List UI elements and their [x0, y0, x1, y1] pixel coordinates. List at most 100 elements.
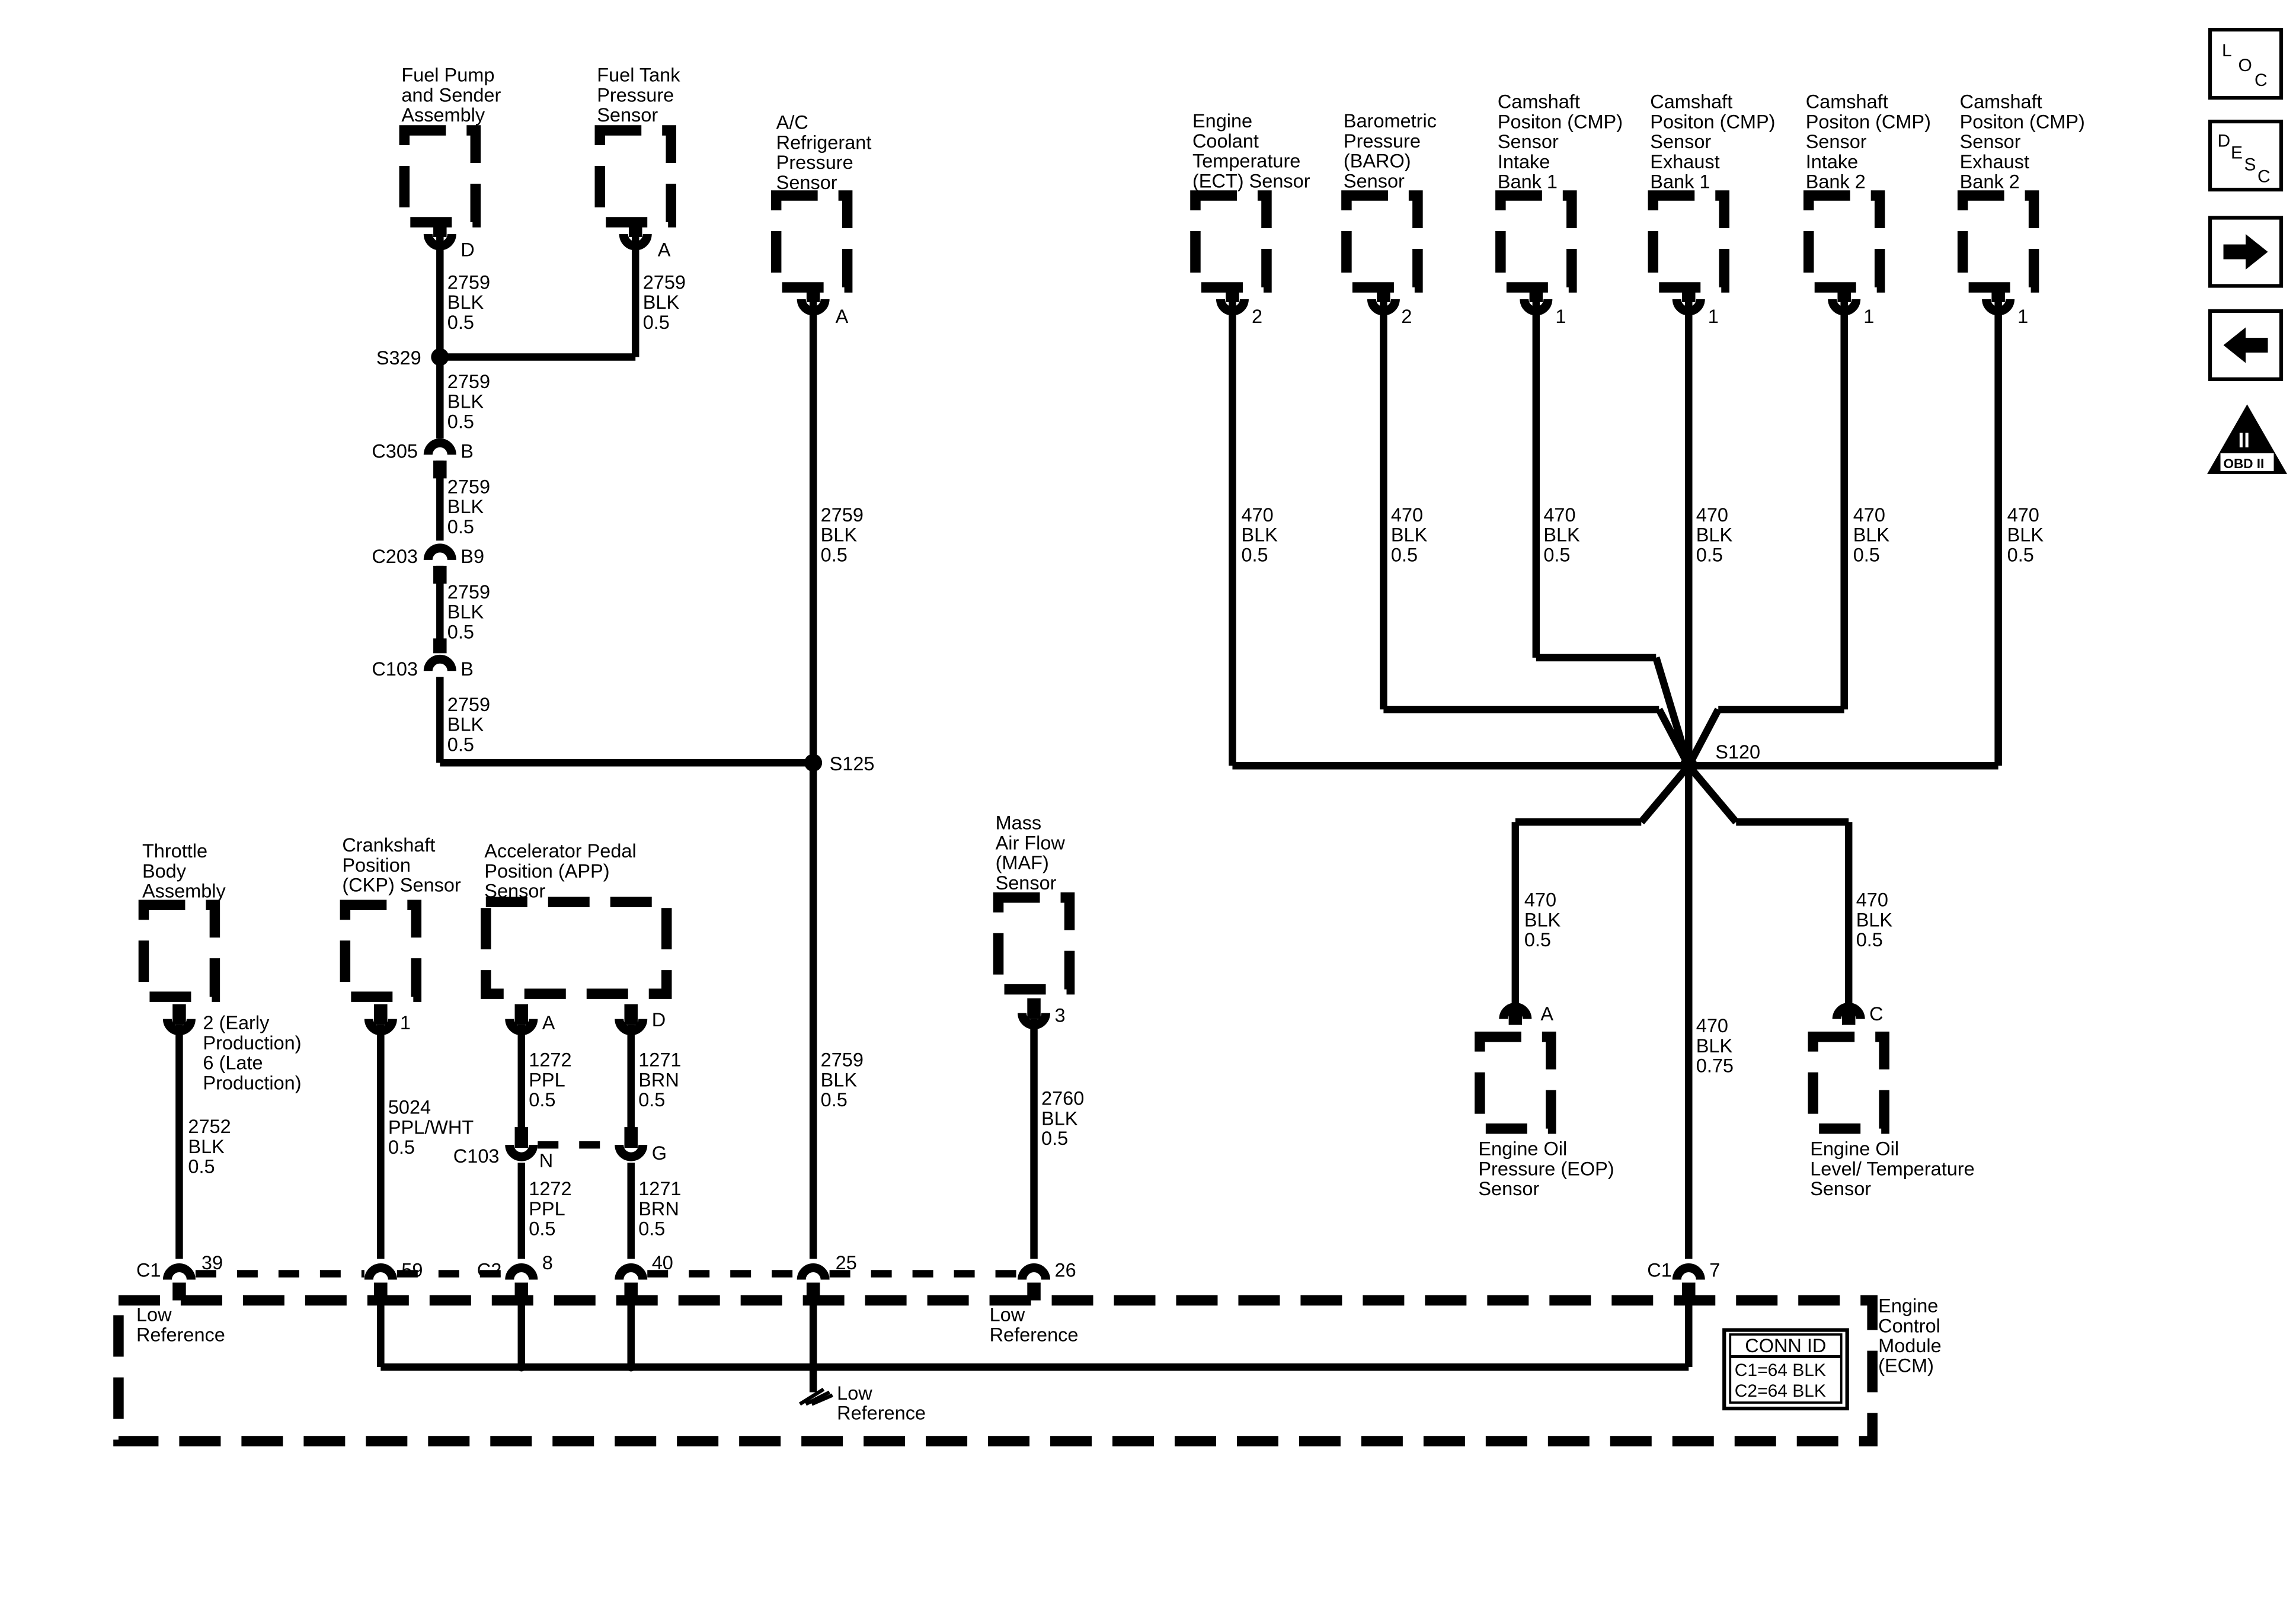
pin-label: 1 — [400, 1012, 411, 1033]
pin-label: 2 — [1252, 306, 1262, 327]
pin-label: B — [461, 658, 474, 680]
pin-label: 59 — [401, 1260, 423, 1281]
desc-icon[interactable]: D E S C — [2208, 119, 2284, 192]
conn-id-c1: C1=64 BLK — [1735, 1361, 1826, 1380]
baro-sensor-box — [1341, 190, 1423, 293]
ect-sensor-box — [1190, 190, 1272, 293]
desc-letter-c: C — [2257, 167, 2271, 187]
pin-label: 7 — [1709, 1260, 1720, 1281]
conn-id-table: CONN ID C1=64 BLK C2=64 BLK — [1722, 1328, 1849, 1411]
desc-letter-s: S — [2244, 155, 2256, 175]
connector-c1-label: C1 — [1647, 1260, 1672, 1281]
connector-c1-label: C1 — [136, 1260, 161, 1281]
pin-label: G — [652, 1142, 667, 1164]
pin-label: A — [836, 306, 849, 327]
next-arrow-icon[interactable] — [2208, 216, 2284, 288]
prev-arrow-icon[interactable] — [2208, 309, 2284, 382]
splice-s125-label: S125 — [830, 753, 875, 774]
obd-ii-icon[interactable]: II OBD II — [2207, 404, 2288, 474]
splice-s329-label: S329 — [376, 347, 421, 369]
connector-c2-label: C2 — [477, 1260, 502, 1281]
desc-letter-d: D — [2218, 132, 2231, 151]
cmp-intake-bank2-box — [1803, 190, 1885, 293]
ecm-box — [113, 1295, 1878, 1446]
pin-label: 1 — [1863, 306, 1874, 327]
pin-label: 40 — [652, 1252, 673, 1273]
wires — [175, 236, 2002, 1406]
junction-dot — [808, 1362, 818, 1372]
pin-label: 26 — [1055, 1260, 1076, 1281]
fuel-tank-sensor-box — [594, 125, 676, 228]
pin-label: B9 — [461, 546, 484, 567]
connector-c203-label: C203 — [372, 546, 418, 567]
fuel-pump-box — [399, 125, 481, 228]
pin-label: 1 — [1708, 306, 1719, 327]
pin-label: 1 — [2017, 306, 2028, 327]
throttle-body-box — [138, 900, 220, 1002]
pin-label: C — [1869, 1003, 1883, 1025]
app-sensor-box — [481, 897, 672, 999]
ckp-sensor-box — [340, 900, 422, 1002]
pin-label: A — [1540, 1003, 1553, 1025]
eop-sensor-box — [1475, 1031, 1556, 1134]
connector-c305-label: C305 — [372, 440, 418, 462]
pin-label: 2 — [1401, 306, 1412, 327]
junction-dot — [517, 1362, 526, 1372]
loc-letter-l: L — [2222, 41, 2232, 60]
loc-letter-o: O — [2239, 56, 2252, 75]
splice-s120-label: S120 — [1715, 741, 1760, 763]
pin-label: 25 — [836, 1252, 857, 1273]
pin-label: A — [542, 1012, 555, 1033]
junction-dot — [626, 1362, 636, 1372]
loc-letter-c: C — [2255, 71, 2268, 90]
eolt-sensor-box — [1808, 1031, 1889, 1134]
maf-sensor-box — [993, 892, 1075, 995]
splice-s120-dot — [1680, 757, 1698, 775]
obd-badge-text: II — [2239, 429, 2250, 452]
pin-label: N — [539, 1150, 553, 1172]
loc-icon[interactable]: L O C — [2208, 27, 2284, 100]
pin-label: B — [461, 440, 474, 462]
pin-label: 1 — [1555, 306, 1566, 327]
conn-id-title: CONN ID — [1745, 1335, 1826, 1356]
pin-label: 39 — [202, 1252, 223, 1273]
